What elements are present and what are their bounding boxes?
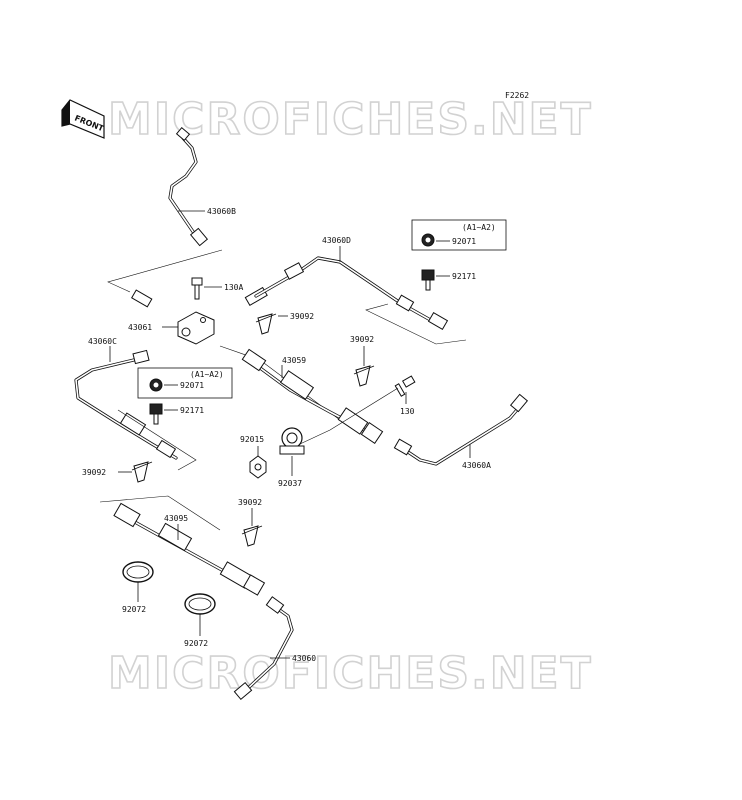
bolt-130a[interactable] — [191, 277, 203, 300]
label-43060: 43060 — [292, 654, 316, 663]
label-39092-b: 39092 — [82, 468, 106, 477]
label-43059: 43059 — [282, 356, 306, 365]
nut-92071-b[interactable] — [149, 378, 163, 392]
hose-43095[interactable] — [113, 502, 266, 596]
brake-line-43060c[interactable] — [74, 349, 178, 460]
label-43095: 43095 — [164, 514, 188, 523]
brake-line-43060[interactable] — [233, 596, 294, 701]
brake-line-43060a[interactable] — [393, 393, 529, 466]
clip-39092-a[interactable] — [255, 313, 277, 335]
hose-43059[interactable] — [241, 348, 384, 444]
label-39092-c: 39092 — [350, 335, 374, 344]
figure-code: F2262 — [505, 91, 529, 100]
label-92071-b: 92071 — [180, 381, 204, 390]
bolt-130[interactable] — [394, 375, 416, 397]
label-92072-a: 92072 — [122, 605, 146, 614]
brake-line-43060b[interactable] — [168, 127, 209, 247]
label-92171-a: 92171 — [452, 272, 476, 281]
label-43060c: 43060C — [88, 337, 117, 346]
label-92072-b: 92072 — [184, 639, 208, 648]
hose-clamp-92072-a[interactable] — [122, 561, 154, 583]
watermark-top: MICROFICHES.NET — [108, 94, 593, 145]
label-39092-a: 39092 — [290, 312, 314, 321]
brake-line-43060d[interactable] — [254, 256, 449, 331]
label-43060b: 43060B — [207, 207, 236, 216]
label-92037: 92037 — [278, 479, 302, 488]
label-130: 130 — [400, 407, 415, 416]
label-92071-a: 92071 — [452, 237, 476, 246]
nut-92015[interactable] — [249, 455, 267, 479]
watermark-bottom: MICROFICHES.NET — [108, 648, 593, 699]
hose-clamp-92072-b[interactable] — [184, 593, 216, 615]
label-variant-a: (A1~A2) — [462, 223, 496, 232]
label-130a: 130A — [224, 283, 243, 292]
fitting-left[interactable] — [131, 289, 153, 308]
label-92171-b: 92171 — [180, 406, 204, 415]
clip-39092-c[interactable] — [353, 365, 375, 387]
clip-39092-b[interactable] — [131, 461, 153, 483]
label-43060d: 43060D — [322, 236, 351, 245]
label-92015: 92015 — [240, 435, 264, 444]
switch-92171-b[interactable] — [149, 403, 163, 425]
front-arrow-icon: FRONT — [61, 99, 105, 139]
label-43061: 43061 — [128, 323, 152, 332]
label-variant-b: (A1~A2) — [190, 370, 224, 379]
joint-block-43061[interactable] — [177, 311, 215, 345]
label-39092-d: 39092 — [238, 498, 262, 507]
switch-92171-a[interactable] — [421, 269, 435, 291]
clip-39092-d[interactable] — [241, 525, 263, 547]
label-43060a: 43060A — [462, 461, 491, 470]
nut-92071-a[interactable] — [421, 233, 435, 247]
clamp-92037[interactable] — [279, 427, 305, 455]
